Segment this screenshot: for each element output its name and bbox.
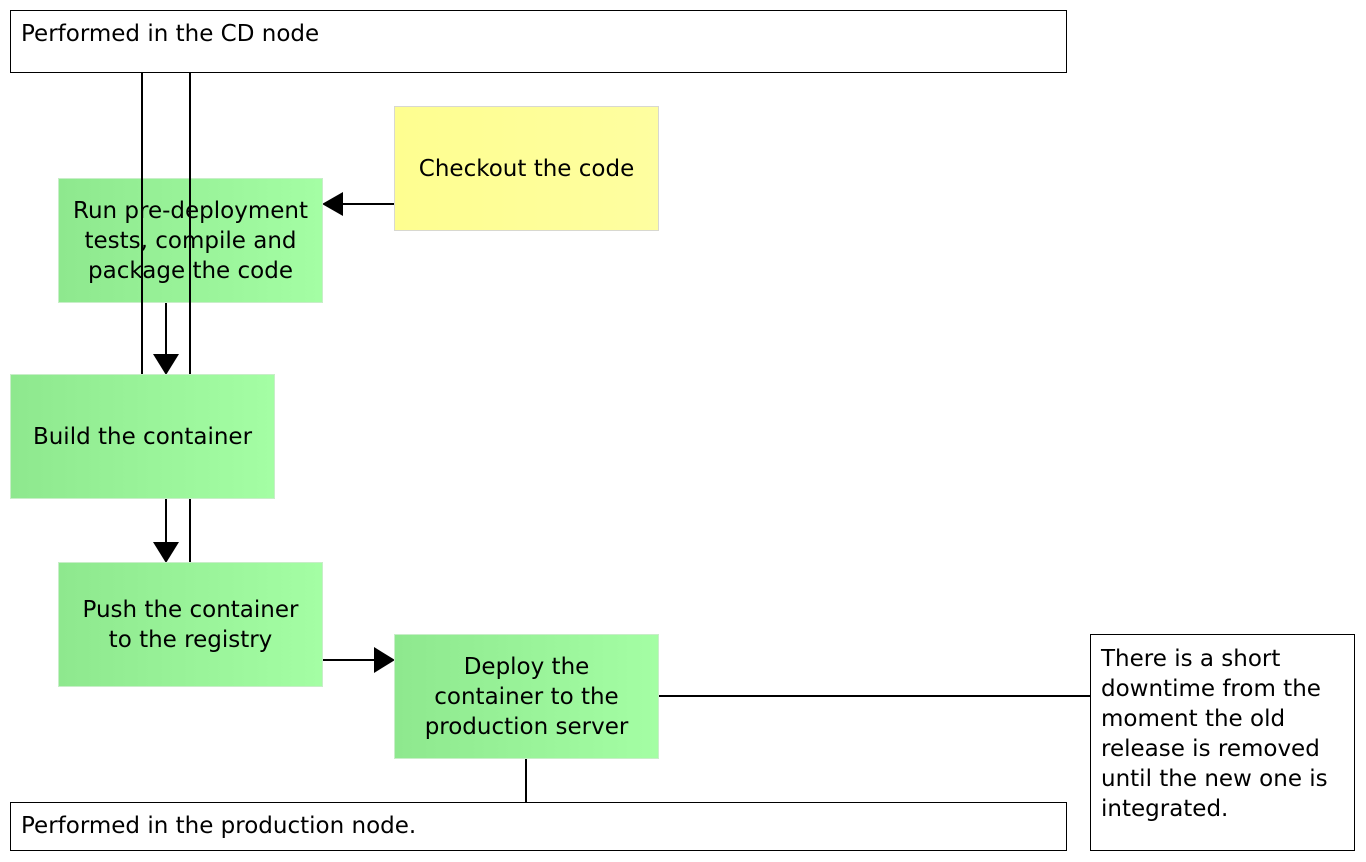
arrow-tests-to-build-head: [153, 354, 179, 375]
step-checkout-code: Checkout the code: [394, 106, 659, 231]
downtime-note: There is a short downtime from the momen…: [1090, 634, 1355, 851]
step-run-tests: Run pre-deployment tests, compile and pa…: [58, 178, 323, 303]
cd-node-note: Performed in the CD node: [10, 10, 1067, 73]
step-push-container: Push the container to the registry: [58, 562, 323, 687]
arrow-push-to-deploy-head: [374, 647, 395, 673]
production-node-note: Performed in the production node.: [10, 802, 1067, 851]
step-build-container: Build the container: [10, 374, 275, 499]
arrow-checkout-to-tests-head: [322, 192, 343, 216]
step-deploy-container: Deploy the container to the production s…: [394, 634, 659, 759]
arrow-build-to-push-head: [153, 542, 179, 563]
